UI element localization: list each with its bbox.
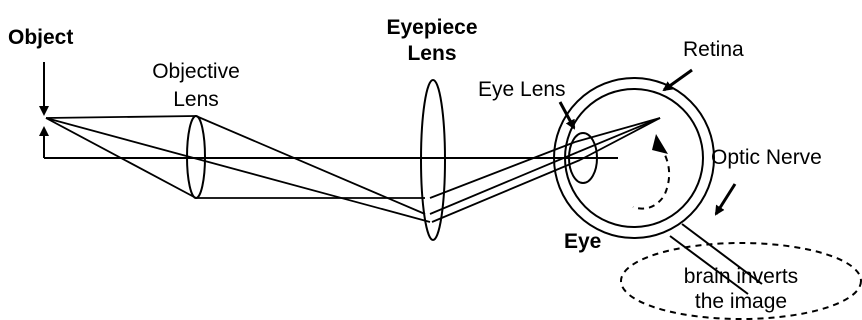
ray-bundle-eyepiece — [429, 117, 661, 223]
label-eye-lens: Eye Lens — [478, 78, 566, 101]
label-retina: Retina — [683, 38, 744, 61]
label-optic-nerve: Optic Nerve — [711, 146, 822, 169]
objective-lens — [186, 115, 206, 199]
label-objective: Objective — [152, 60, 240, 83]
eye-inner — [564, 88, 704, 228]
label-brain-2: the image — [695, 290, 787, 313]
label-eyepiece: Eyepiece — [386, 16, 477, 39]
retina-pointer — [662, 68, 693, 92]
inversion-arrow-head — [652, 134, 668, 154]
label-eye: Eye — [564, 230, 601, 253]
eye-lens-pointer — [558, 101, 576, 130]
label-object: Object — [8, 26, 73, 49]
eye-lens — [568, 132, 598, 184]
ray-bundle-objective — [45, 115, 431, 223]
eyepiece-lens — [420, 79, 446, 241]
eye-outer — [553, 77, 715, 239]
optic-nerve-pointer — [714, 183, 737, 216]
optic-nerve-lower — [669, 235, 749, 295]
brain-ellipse — [620, 242, 862, 320]
inversion-arrow — [632, 145, 671, 210]
label-eyepiece-lens: Lens — [407, 42, 456, 65]
label-objective-lens: Lens — [173, 88, 219, 111]
label-brain-1: brain inverts — [684, 265, 798, 288]
optic-nerve-upper — [681, 223, 763, 285]
